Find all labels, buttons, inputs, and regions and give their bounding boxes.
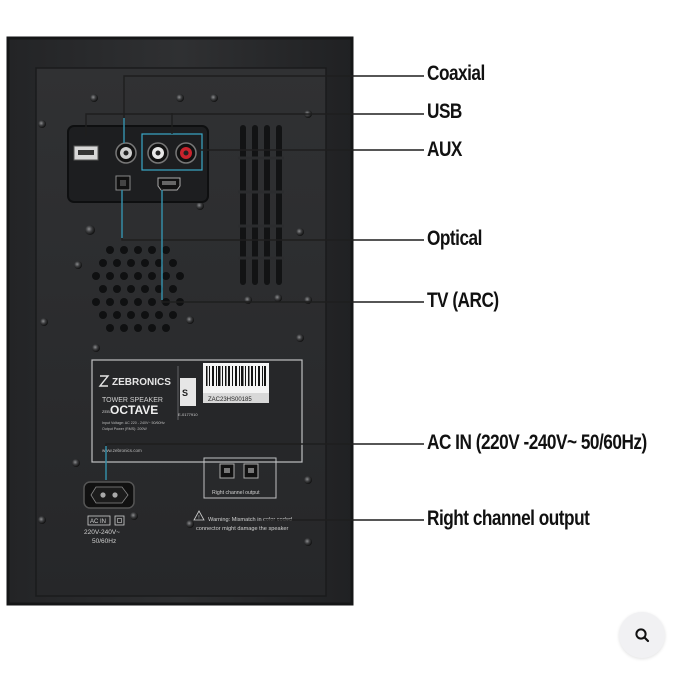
side-code: E-0177910 <box>178 412 198 417</box>
callout-coaxial: Coaxial <box>427 62 485 85</box>
ac-in-tag: AC IN <box>90 519 106 525</box>
callout-aux: AUX <box>427 138 462 161</box>
website-text: www.zebronics.com <box>102 448 142 453</box>
product-label: ZEBRONICS TOWER SPEAKER ZEB- OCTAVE Inpu… <box>91 359 303 463</box>
brand-logo <box>98 375 110 387</box>
zoom-button[interactable] <box>619 612 665 658</box>
label-line1: TOWER SPEAKER <box>102 397 163 404</box>
warning-line2: connector might damage the speaker <box>196 526 288 532</box>
svg-text:S: S <box>182 388 188 398</box>
callout-optical: Optical <box>427 227 482 250</box>
spec-line2: Output Power (RMS): 200W <box>102 427 147 431</box>
model-prefix: ZEB- <box>102 409 112 414</box>
right-output-terminal: Right channel output <box>203 457 277 499</box>
callout-ac-in: AC IN (220V -240V~ 50/60Hz) <box>427 431 647 454</box>
model-text: OCTAVE <box>110 403 158 417</box>
ac-freq: 50/60Hz <box>92 538 116 545</box>
cyan-guides <box>105 118 163 480</box>
callout-tv-arc: TV (ARC) <box>427 289 499 312</box>
magnifier-icon <box>635 628 650 643</box>
vent-breaks <box>238 156 284 260</box>
cert-mark <box>180 378 196 406</box>
callout-usb: USB <box>427 100 462 123</box>
callout-right-channel: Right channel output <box>427 507 590 530</box>
port-grille <box>92 246 184 332</box>
input-module <box>67 125 209 203</box>
warning-line1: Warning: Mismatch in color coded <box>208 517 292 523</box>
vent-slots <box>240 125 282 285</box>
brand-text: ZEBRONICS <box>112 377 171 388</box>
svg-text:!: ! <box>198 515 199 521</box>
warning-sticker: ! Warning: Mismatch in color coded conne… <box>193 510 292 532</box>
ac-voltage: 220V-240V~ <box>84 529 120 536</box>
ac-in-socket: AC IN 220V-240V~ 50/60Hz <box>83 481 135 545</box>
right-output-label: Right channel output <box>212 490 260 496</box>
barcode-text: ZAC23HS00185 <box>208 397 252 403</box>
spec-line1: Input Voltage: AC 220 - 240V~ 50/60Hz <box>102 421 165 425</box>
